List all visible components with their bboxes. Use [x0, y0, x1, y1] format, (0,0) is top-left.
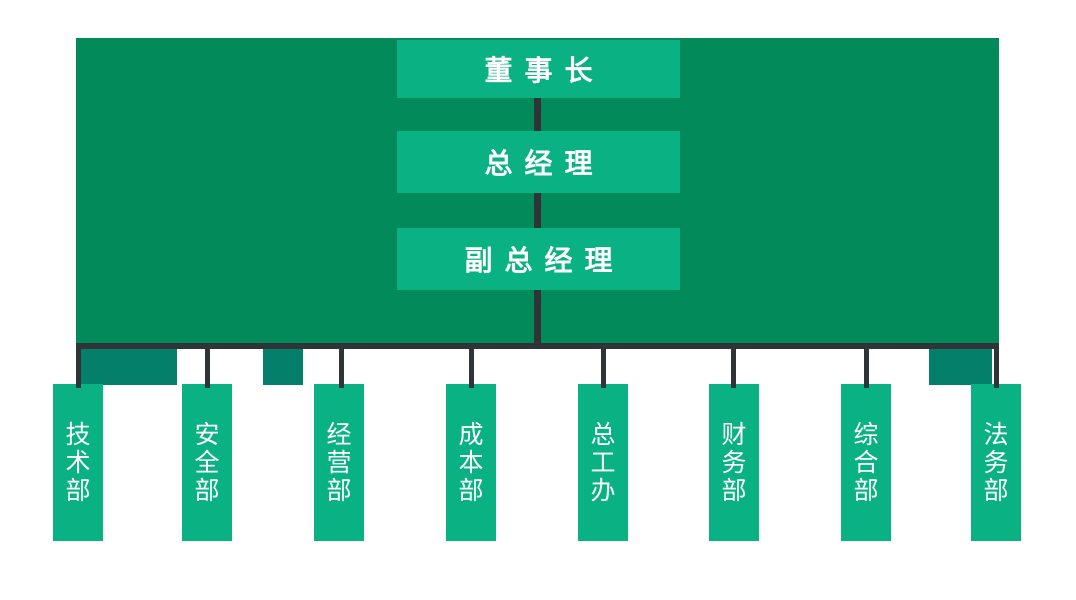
dept-connector-line [601, 344, 606, 388]
connector-chairman-gm [534, 98, 541, 132]
org-node-general-manager: 总经理 [397, 131, 680, 193]
dept-connector-line [76, 344, 81, 388]
org-node-dept-legal: 法务部 [971, 384, 1021, 541]
org-node-dept-technology: 技术部 [53, 384, 103, 541]
org-node-dept-general-affairs: 综合部 [841, 384, 891, 541]
dept-connector-line [339, 344, 344, 388]
org-node-chairman: 董事长 [397, 40, 680, 98]
org-node-deputy-general-manager: 副总经理 [397, 228, 680, 290]
dept-connector-line [994, 344, 999, 388]
connector-gm-dgm [534, 193, 541, 229]
panel-accent-block [81, 349, 177, 385]
dept-connector-line [205, 344, 210, 388]
org-node-dept-cost: 成本部 [446, 384, 496, 541]
connector-dgm-branch [534, 290, 541, 344]
org-node-dept-safety: 安全部 [182, 384, 232, 541]
panel-accent-block [263, 349, 303, 385]
org-node-dept-chief-engineer-office: 总工办 [578, 384, 628, 541]
org-node-dept-operations: 经营部 [314, 384, 364, 541]
dept-connector-line [469, 344, 474, 388]
panel-accent-block [929, 349, 992, 385]
dept-connector-line [864, 344, 869, 388]
dept-connector-line [731, 344, 736, 388]
org-node-dept-finance: 财务部 [709, 384, 759, 541]
branch-horizontal-line [76, 343, 999, 349]
